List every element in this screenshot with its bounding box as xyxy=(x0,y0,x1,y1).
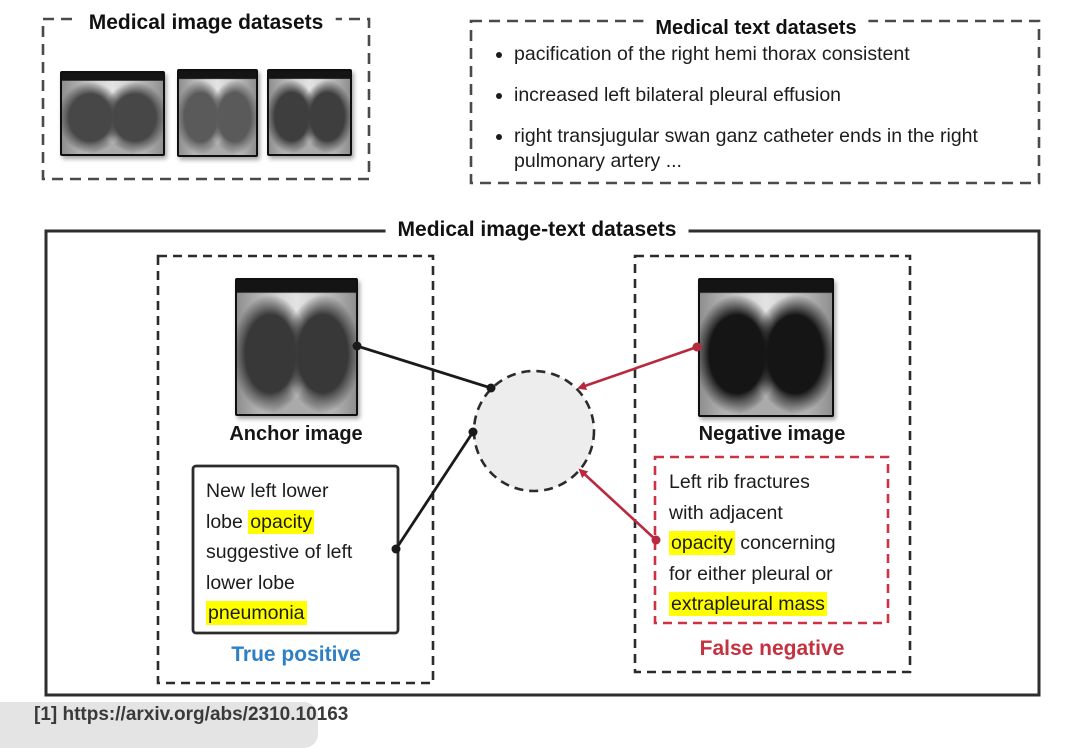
negative-chest-xray xyxy=(698,278,834,417)
citation-text: [1] https://arxiv.org/abs/2310.10163 xyxy=(34,704,349,725)
image-text-datasets-title: Medical image-text datasets xyxy=(385,217,689,243)
anchor-chest-xray xyxy=(235,278,358,416)
negative-image-label: Negative image xyxy=(698,423,846,445)
image-datasets-title: Medical image datasets xyxy=(76,10,336,36)
negative-pair-box xyxy=(633,254,912,674)
chest-xray-thumb-2 xyxy=(177,69,258,157)
anchor-image-label: Anchor image xyxy=(229,423,363,445)
medical-text-bullets: pacification of the right hemi thorax co… xyxy=(482,42,1059,190)
chest-xray-thumb-1 xyxy=(60,71,165,156)
chest-xray-thumb-3 xyxy=(267,69,352,156)
bullet-item: increased left bilateral pleural effusio… xyxy=(514,83,1059,108)
text-datasets-title: Medical text datasets xyxy=(643,15,869,41)
true-positive-label: True positive xyxy=(231,643,361,666)
bullet-item: right transjugular swan ganz catheter en… xyxy=(514,124,1059,174)
false-negative-label: False negative xyxy=(699,637,845,660)
bullet-item: pacification of the right hemi thorax co… xyxy=(514,42,1059,67)
medical-text-datasets-box xyxy=(469,19,1041,185)
